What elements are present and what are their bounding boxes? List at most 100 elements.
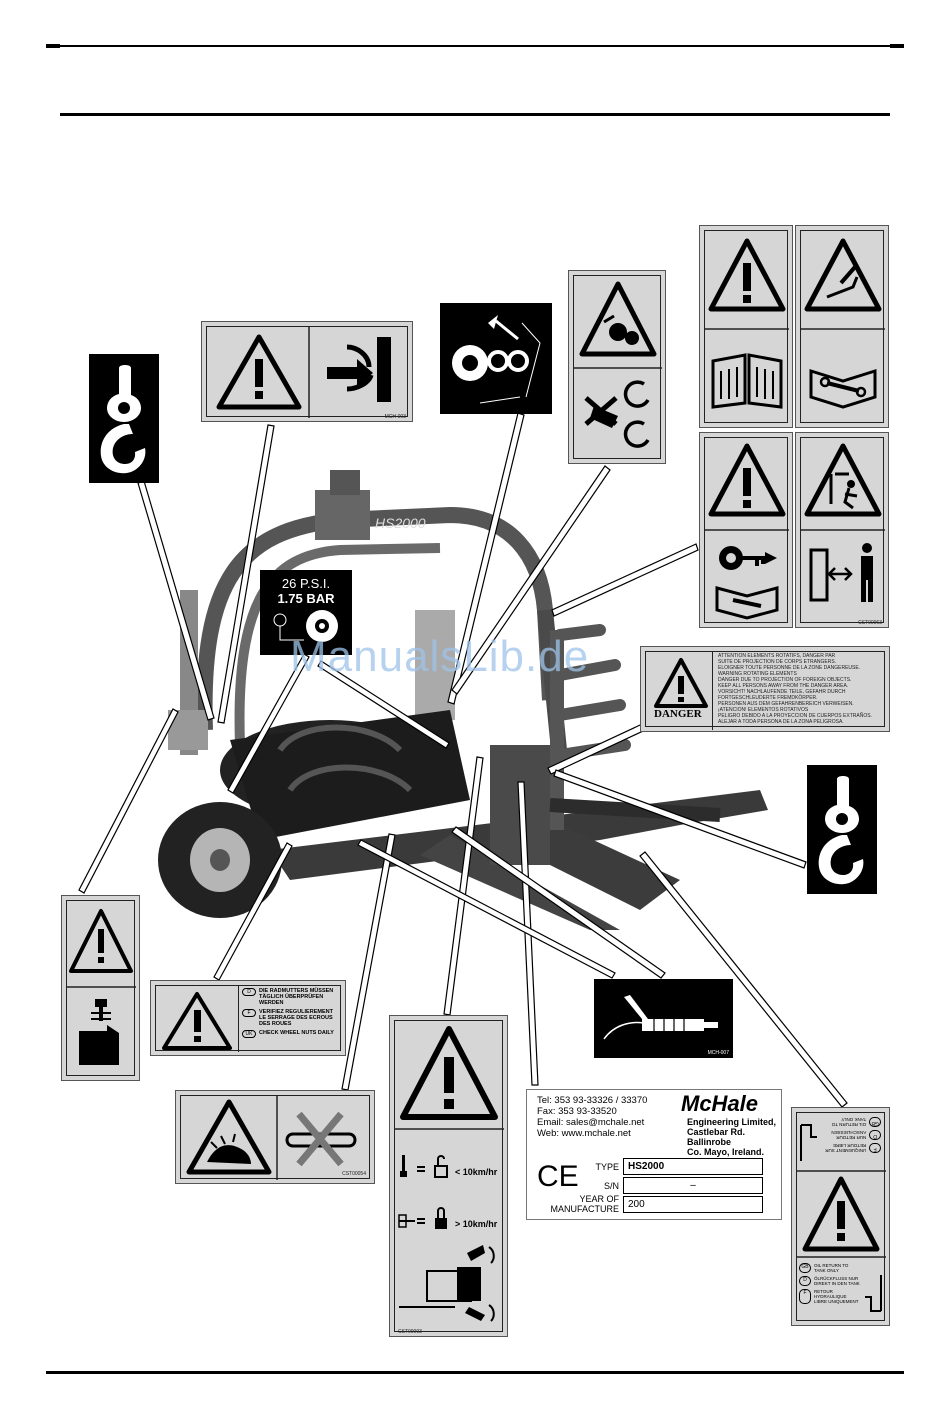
wheel-nut-row: F VERIFIEZ REGULIEREMENT LE SERRAGE DES …	[242, 1009, 342, 1027]
hydraulic-bottom-text: GB OIL RETURN TO TANK ONLY D ÖLRÜCKFLUSS…	[799, 1263, 861, 1304]
watermark: ManualsLib.de	[290, 632, 590, 681]
danger-line: ALEJAR A TODA PERSONA DE LA ZONA PELIGRO…	[718, 719, 844, 725]
danger-word: DANGER	[654, 708, 702, 720]
tyre-gauge-icon	[273, 610, 338, 642]
header-rule-tick-right	[890, 44, 904, 48]
sn-value: –	[623, 1177, 763, 1194]
language-code: D	[799, 1276, 811, 1286]
plate-tel: Tel: 353 93-33326 / 33370	[537, 1095, 648, 1106]
sn-label: S/N	[603, 1181, 619, 1191]
plate-web: Web: www.mchale.net	[537, 1128, 631, 1139]
hydraulic-line: OIL RETURN TO TANK ONLY	[814, 1263, 849, 1273]
wheel-nut-line: VERIFIEZ REGULIEREMENT LE SERRAGE DES EC…	[259, 1009, 333, 1027]
bale-wrapper-machine: HS2000	[158, 470, 768, 930]
danger-text-block: ATTENTION ELEMENTS ROTATIFS, DANGER PAR …	[718, 653, 888, 725]
type-value: HS2000	[623, 1158, 763, 1175]
danger-line: KEEP ALL PERSONS AWAY FROM THE DANGER AR…	[718, 683, 849, 689]
danger-line: ELOIGNER TOUTE PERSONNE DE LA ZONE DANGE…	[718, 665, 861, 671]
header-rule-bottom	[60, 113, 890, 116]
hydraulic-row: D NUR RETOUR ANSCHLIESSEN	[823, 1130, 881, 1140]
hand-pinch-icon	[67, 909, 136, 1065]
hydraulic-row: GB OIL RETURN TO TANK ONLY	[799, 1263, 861, 1273]
language-code: D	[242, 988, 256, 996]
footer-rule	[46, 1371, 904, 1374]
danger-line: WARNING ROTATING ELEMENTS	[718, 671, 797, 677]
crush-hazard-decal: MCH-003	[201, 321, 413, 422]
plate-address-4: Co. Mayo, Ireland.	[687, 1147, 765, 1157]
decal-code: CST00054	[342, 1171, 366, 1177]
film-path-decal	[440, 303, 552, 414]
tyre-pressure-decal: 26 P.S.I. 1.75 BAR	[260, 570, 352, 655]
hydraulic-row: F UNIQUEMENT SUR RETOUR LIBRE	[823, 1143, 881, 1153]
hydraulic-row: GB OIL RETURN TO TANK ONLY	[823, 1117, 881, 1127]
danger-line: DANGER DUE TO PROJECTION OF FOREIGN OBJE…	[718, 677, 852, 683]
maintenance-manual-decal	[795, 225, 889, 428]
hydraulic-row: F RETOUR HYDRAULIQUE LIBRE UNIQUEMENT	[799, 1289, 861, 1304]
wrench-book-icon	[801, 238, 885, 409]
plate-address-2: Castlebar Rd.	[687, 1127, 746, 1137]
oil-return-icon	[797, 1124, 886, 1312]
decal-code: MCH-003	[384, 414, 406, 420]
language-code: D	[869, 1130, 881, 1140]
year-value: 200	[623, 1196, 763, 1213]
wheel-nut-line: CHECK WHEEL NUTS DAILY	[259, 1030, 334, 1036]
header-rule-top	[46, 45, 904, 47]
header-rule-tick-left	[46, 44, 60, 48]
hydraulic-line: ÖLRÜCKFLUSS NUR DIREKT IN DEN TANK	[814, 1276, 860, 1286]
language-code: F	[242, 1009, 256, 1017]
language-code: F	[869, 1143, 881, 1153]
hydraulic-row: D ÖLRÜCKFLUSS NUR DIREKT IN DEN TANK	[799, 1276, 861, 1286]
language-code: GB	[799, 1263, 811, 1273]
grease-point-decal: MCH-007	[594, 979, 733, 1058]
danger-line: ATTENTION ELEMENTS ROTATIFS, DANGER PAR	[718, 653, 836, 659]
danger-rotating-decal: DANGER ATTENTION ELEMENTS ROTATIFS, DANG…	[640, 646, 890, 732]
decal-code: CST00093	[398, 1329, 422, 1335]
speed-lock-icons	[395, 1026, 504, 1322]
plate-brand-logo: McHale	[681, 1091, 759, 1116]
hydraulic-line: OIL RETURN TO TANK ONLY	[831, 1117, 867, 1127]
falling-object-icon	[801, 443, 885, 602]
hydraulic-return-decal: F UNIQUEMENT SUR RETOUR LIBRE D NUR RETO…	[791, 1107, 890, 1326]
danger-line: FORTGESCHLEUDERTE FREMDKÖRPER.	[718, 695, 818, 701]
machine-logo: HS2000	[375, 515, 426, 531]
plate-address-1: Engineering Limited,	[687, 1117, 777, 1127]
language-code: GB	[869, 1117, 881, 1127]
danger-line: VORSICHT! NACHLAUFENDE TEILE, GEFAHR DUR…	[718, 689, 846, 695]
no-maintenance-icon	[186, 1096, 357, 1180]
decal-code: CST00063	[858, 620, 882, 626]
entanglement-hazard-decal	[568, 270, 666, 464]
danger-line: PELIGRO DEBIDO A LA PROYECCION DE CUERPO…	[718, 713, 872, 719]
manufacturer-plate: Tel: 353 93-33326 / 33370 Fax: 353 93-33…	[526, 1089, 782, 1220]
speed-fast-text: > 10km/hr	[455, 1219, 498, 1229]
type-label: TYPE	[595, 1162, 619, 1172]
film-roll-icon	[452, 315, 541, 404]
lifting-hook-decal-left	[89, 354, 159, 483]
year-label: YEAR OF MANUFACTURE	[550, 1194, 619, 1214]
wheel-nut-decal: D DIE RADMUTTERS MÜSSEN TÄGLICH ÜBERPRÜF…	[150, 980, 346, 1056]
key-icon	[705, 443, 789, 620]
safe-distance-decal: CST00063	[795, 432, 889, 628]
wheel-nut-row: UK CHECK WHEEL NUTS DAILY	[242, 1030, 342, 1038]
danger-line: PERSONEN AUS DEM GEFAHRENBEREICH VERWEIS…	[718, 701, 854, 707]
danger-line: ¡ATENCION! ELEMENTOS ROTATIVOS	[718, 707, 809, 713]
hydraulic-line: NUR RETOUR ANSCHLIESSEN	[831, 1130, 867, 1140]
transport-speed-decal: < 10km/hr > 10km/hr CST00093	[389, 1015, 508, 1337]
warning-triangle-icon	[162, 992, 232, 1050]
plate-email: Email: sales@mchale.net	[537, 1117, 645, 1128]
no-service-running-decal: CST00054	[175, 1090, 375, 1184]
decal-code: MCH-007	[707, 1050, 729, 1056]
hook-icon	[818, 776, 864, 885]
hydraulic-line: UNIQUEMENT SUR RETOUR LIBRE	[825, 1143, 867, 1153]
danger-line: SUITE DE PROJECTION DE CORPS ETRANGERS.	[718, 659, 837, 665]
remove-key-decal	[699, 432, 793, 628]
language-code: F	[799, 1289, 811, 1304]
warning-triangle-icon	[216, 327, 391, 418]
speed-slow-text: < 10km/hr	[455, 1167, 498, 1177]
plate-address-3: Ballinrobe	[687, 1137, 732, 1147]
plate-fax: Fax: 353 93-33520	[537, 1106, 617, 1117]
hydraulic-line: RETOUR HYDRAULIQUE LIBRE UNIQUEMENT	[814, 1289, 859, 1304]
tyre-pressure-bar: 1.75 BAR	[277, 591, 335, 606]
wheel-nut-line: DIE RADMUTTERS MÜSSEN TÄGLICH ÜBERPRÜFEN…	[259, 988, 334, 1006]
read-manual-decal	[699, 225, 793, 428]
